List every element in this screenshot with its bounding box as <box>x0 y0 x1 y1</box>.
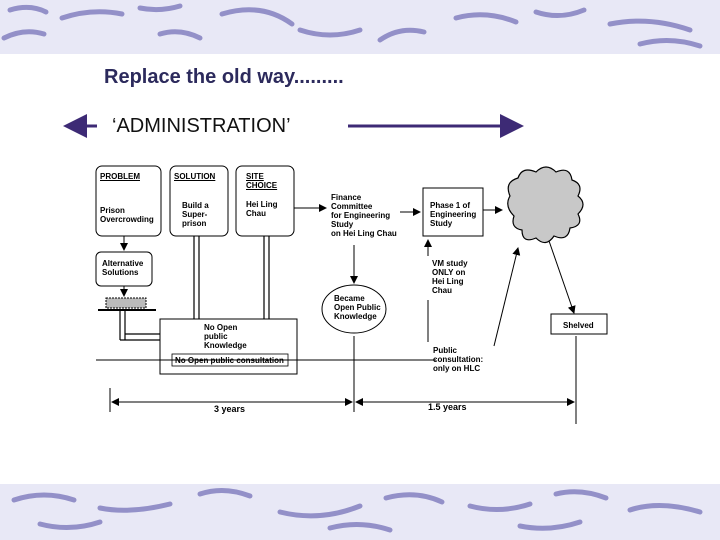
site-choice-body: Hei Ling Chau <box>246 200 278 218</box>
shelved-box <box>550 313 608 335</box>
phase1-box <box>422 187 484 237</box>
no-open-consultation-label: No Open public consultation <box>175 356 284 365</box>
became-open-label: Became Open Public Knowledge <box>334 294 381 321</box>
alternative-label: Alternative Solutions <box>102 259 144 277</box>
shelved-label: Shelved <box>563 321 594 330</box>
no-open-knowledge-label: No Open public Knowledge <box>204 323 247 350</box>
site-choice-box <box>235 165 295 237</box>
duration-1-5-years: 1.5 years <box>428 402 467 412</box>
blocking-bar <box>105 297 147 309</box>
phase1-label: Phase 1 of Engineering Study <box>430 201 477 228</box>
solution-body: Build a Super- prison <box>182 201 209 228</box>
top-band <box>0 0 720 54</box>
duration-3-years: 3 years <box>214 404 246 414</box>
cloud-to-shelved-arrow <box>547 237 576 314</box>
public-to-cloud-arrow <box>493 247 521 347</box>
became-open-ellipse <box>321 284 387 334</box>
problem-box <box>95 165 162 237</box>
brush-strokes <box>1 3 703 533</box>
slide-subtitle: ‘ADMINISTRATION’ <box>112 115 291 137</box>
solution-header: SOLUTION <box>174 172 216 181</box>
problem-body: Prison Overcrowding <box>100 206 154 224</box>
problem-header: PROBLEM <box>100 172 140 181</box>
site-choice-header: SITE CHOICE <box>246 172 278 190</box>
connector-pillars <box>119 236 270 341</box>
vm-study-label: VM study ONLY on Hei Ling Chau <box>432 259 468 295</box>
slide-title: Replace the old way......... <box>104 66 344 88</box>
public-consultation-label: Public consultation: only on HLC <box>433 346 484 373</box>
cloud-shape <box>507 166 584 244</box>
finance-committee-label: Finance Committee for Engineering Study … <box>331 193 397 238</box>
